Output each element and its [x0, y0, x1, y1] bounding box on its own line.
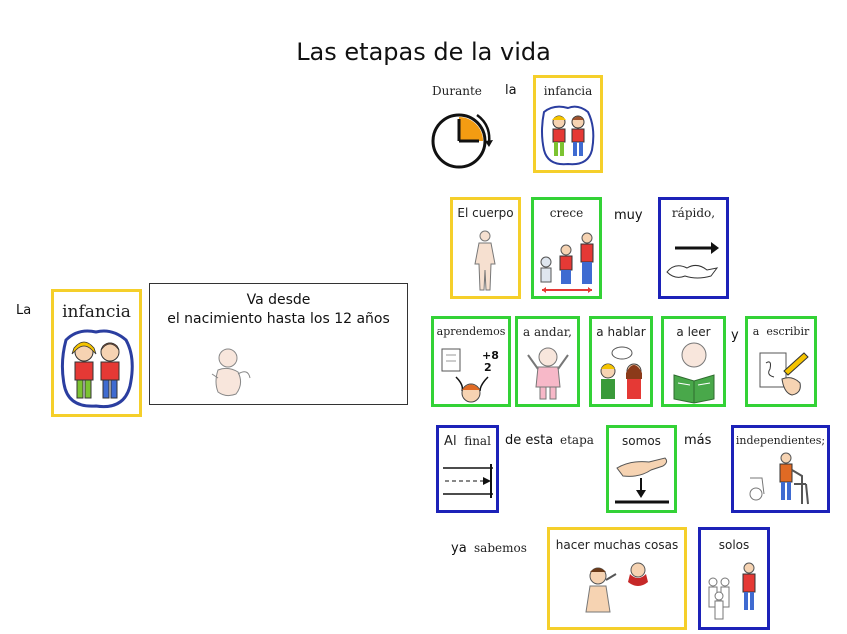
- card-label: hacer muchas cosas: [555, 538, 679, 552]
- body-icon: [474, 230, 496, 291]
- children-icon: [541, 105, 595, 166]
- card-label: somos: [622, 434, 661, 448]
- infancia-card-large: infancia: [51, 289, 142, 417]
- hacer-muchas-cosas-card: hacer muchas cosas: [547, 527, 687, 630]
- description-line-2: el nacimiento hasta los 12 años: [167, 311, 390, 327]
- el-cuerpo-card: El cuerpo: [450, 197, 521, 299]
- crece-card: crece: [531, 197, 602, 299]
- writing-hand-icon: [759, 352, 809, 396]
- word-muy: muy: [614, 208, 643, 223]
- description-box: Va desde el nacimiento hasta los 12 años: [149, 283, 408, 405]
- baby-icon: [211, 348, 251, 397]
- alone-person-icon: [708, 562, 756, 620]
- walking-baby-icon: [527, 347, 569, 400]
- activities-icon: [585, 562, 648, 613]
- aprendemos-card: aprendemos +8 2: [431, 316, 511, 407]
- card-label: hablar: [607, 325, 646, 339]
- prep-a: a: [596, 325, 604, 339]
- card-label: infancia: [62, 302, 131, 322]
- svg-text:+8: +8: [482, 349, 499, 362]
- infancia-card-small: infancia: [533, 75, 603, 173]
- card-label: crece: [549, 206, 584, 220]
- a-andar-card: a andar,: [515, 316, 580, 407]
- card-label: solos: [718, 538, 750, 552]
- article-la: La: [16, 303, 32, 318]
- card-label: leer: [687, 325, 711, 339]
- word-ya: ya: [451, 541, 467, 556]
- walker-person-icon: [749, 452, 809, 505]
- prep-a: a: [523, 325, 531, 339]
- al-final-card: Al final: [436, 425, 499, 513]
- card-label: escribir: [766, 325, 810, 338]
- growing-children-icon: [540, 232, 594, 293]
- word-etapa: etapa: [560, 433, 594, 447]
- clock-icon: [431, 113, 493, 169]
- somos-card: somos: [606, 425, 677, 513]
- card-label: infancia: [543, 84, 593, 98]
- description-line-1: Va desde: [246, 292, 311, 308]
- finish-line-icon: [443, 464, 493, 498]
- word-la: la: [505, 83, 517, 98]
- word-y: y: [731, 328, 739, 343]
- a-escribir-card: a escribir: [745, 316, 817, 407]
- card-label: El cuerpo: [457, 206, 514, 220]
- prep-a: a: [752, 325, 760, 338]
- a-leer-card: a leer: [661, 316, 726, 407]
- page-title: Las etapas de la vida: [296, 38, 551, 66]
- a-hablar-card: a hablar: [589, 316, 653, 407]
- talking-people-icon: [600, 346, 642, 399]
- pointing-down-hand-icon: [615, 457, 669, 504]
- learning-icon: +8 2: [441, 348, 499, 403]
- card-label: final: [464, 434, 491, 448]
- prep-a: a: [676, 325, 684, 339]
- word-sabemos: sabemos: [474, 541, 527, 555]
- prep-al: Al: [444, 434, 457, 449]
- fast-arrow-icon: [666, 242, 719, 279]
- solos-card: solos: [698, 527, 770, 630]
- card-label: aprendemos: [436, 325, 506, 338]
- svg-text:2: 2: [484, 361, 492, 374]
- word-de-esta: de esta: [505, 433, 554, 448]
- word-durante: Durante: [432, 84, 482, 98]
- card-label: rápido,: [671, 206, 716, 220]
- independientes-card: independientes;: [731, 425, 830, 513]
- card-label: independientes;: [735, 434, 826, 447]
- card-label: andar,: [534, 325, 572, 339]
- word-mas: más: [684, 433, 712, 448]
- rapido-card: rápido,: [658, 197, 729, 299]
- reading-child-icon: [673, 342, 715, 404]
- children-icon: [60, 329, 134, 409]
